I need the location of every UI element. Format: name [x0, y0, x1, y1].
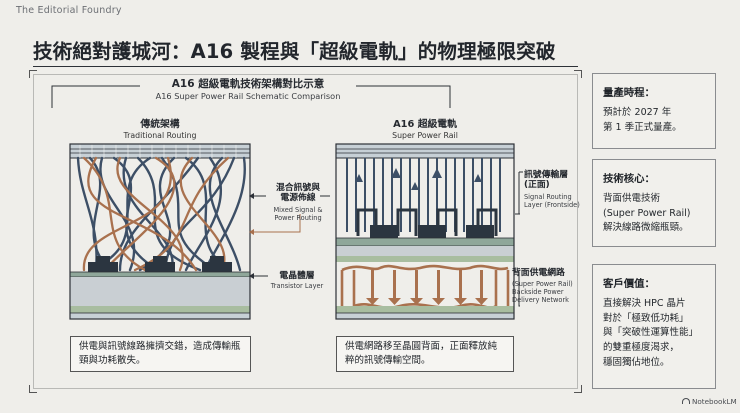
card-label: 量產時程：	[603, 87, 655, 99]
brand-label: The Editorial Foundry	[16, 5, 122, 16]
notebooklm-icon	[682, 398, 690, 404]
card-body: 直接解決 HPC 晶片 對於「極致低功耗」 與「突破性運算性能」 的雙重極度渴求…	[603, 298, 699, 368]
left-heading: 傳統架構	[140, 119, 180, 130]
panel-corner	[29, 385, 37, 393]
right-caption: 供電網路移至晶圓背面，正面釋放純粹的訊號傳輸空間。	[336, 336, 514, 372]
card-production-timeline: 量產時程： 預計於 2027 年 第 1 季正式量產。	[592, 73, 716, 149]
super-power-rail-chip	[335, 143, 515, 320]
diagram-title-bracket	[51, 85, 451, 108]
card-label: 客戶價值：	[603, 278, 655, 290]
card-customer-value: 客戶價值： 直接解決 HPC 晶片 對於「極致低功耗」 與「突破性運算性能」 的…	[592, 264, 716, 389]
right-heading: A16 超級電軌	[393, 119, 457, 130]
backside-network-label: 背面供電網路	[512, 268, 565, 278]
diagram-title: A16 超級電軌技術架構對比示意	[171, 78, 325, 90]
card-body: 背面供電技術 (Super Power Rail) 解決線路微縮瓶頸。	[603, 193, 691, 234]
panel-corner	[574, 385, 582, 393]
diagram-subtitle: A16 Super Power Rail Schematic Compariso…	[155, 91, 341, 101]
left-subheading: Traditional Routing	[123, 131, 197, 140]
panel-corner	[574, 70, 582, 78]
left-caption: 供電與訊號線路擁擠交錯，造成傳輸瓶頸與功耗散失。	[70, 336, 251, 372]
mixed-routing-label: 混合訊號與 電源佈線	[276, 183, 320, 204]
signal-layer-label: 訊號傳輸層 (正面)	[524, 170, 568, 191]
diagram-panel	[33, 74, 578, 389]
card-body: 預計於 2027 年 第 1 季正式量產。	[603, 107, 682, 133]
traditional-chip	[69, 143, 251, 320]
title-divider	[33, 66, 578, 68]
card-label: 技術核心：	[603, 173, 655, 185]
mixed-routing-sublabel: Mixed Signal & Power Routing	[273, 206, 323, 222]
backside-network-sublabel: (Super Power Rail) Backside Power Delive…	[512, 280, 573, 304]
card-tech-core: 技術核心： 背面供電技術 (Super Power Rail) 解決線路微縮瓶頸…	[592, 159, 716, 247]
transistor-sublabel: Transistor Layer	[270, 282, 324, 290]
page-title: 技術絕對護城河：A16 製程與「超級電軌」的物理極限突破	[33, 40, 556, 63]
notebooklm-logo: NotebookLM	[682, 397, 737, 406]
transistor-label: 電晶體層	[279, 271, 315, 281]
notebooklm-text: NotebookLM	[692, 397, 737, 406]
panel-corner	[29, 70, 37, 78]
right-subheading: Super Power Rail	[392, 131, 458, 140]
signal-layer-sublabel: Signal Routing Layer (Frontside)	[524, 193, 580, 209]
